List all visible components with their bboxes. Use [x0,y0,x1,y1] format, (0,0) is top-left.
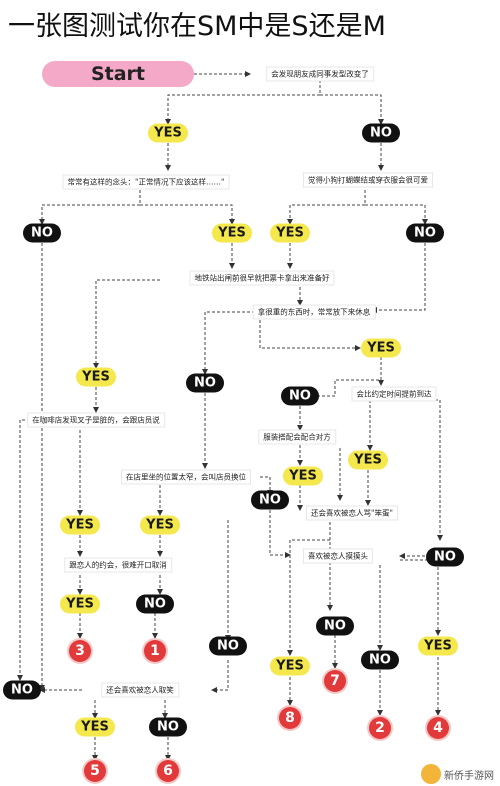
question-node: 拿很重的东西时，常常放下来休息 [252,304,376,320]
no-node: NO [186,373,224,393]
result-circle: 6 [157,760,179,782]
question-node: 地铁站出闸前很早就把票卡拿出来准备好 [189,270,335,286]
yes-node: YES [348,450,388,470]
result-circle: 3 [69,640,91,662]
result-circle: 5 [84,760,106,782]
watermark-text: 新侨手游网 [444,770,494,782]
start-node: Start [42,61,194,87]
yes-node: YES [148,123,188,143]
question-node: 在店里坐的位置太窄，会叫店员换位 [121,469,251,485]
result-circle: 8 [279,707,301,729]
watermark-logo-icon [421,764,441,784]
watermark: 新侨手游网 [421,764,494,784]
question-node: 常常有这样的念头："正常情况下应该这样……" [62,174,230,190]
yes-node: YES [212,223,252,243]
no-node: NO [136,594,174,614]
no-node: NO [361,650,399,670]
no-node: NO [209,636,247,656]
yes-node: YES [270,223,310,243]
no-node: NO [3,680,41,700]
yes-node: YES [75,717,115,737]
yes-node: YES [270,656,310,676]
result-circle: 4 [427,717,449,739]
no-node: NO [362,123,400,143]
no-node: NO [23,223,61,243]
yes-node: YES [418,636,458,656]
question-node: 会发现朋友成同事发型改变了 [266,66,374,82]
question-node: 跟恋人的约会，很难开口取消 [64,557,172,573]
yes-node: YES [140,515,180,535]
question-node: 会比约定时间提前到达 [351,386,437,402]
yes-node: YES [60,594,100,614]
question-node: 在咖啡店发现叉子是脏的，会跟店员说 [27,412,165,428]
no-node: NO [426,547,464,567]
yes-node: YES [361,338,401,358]
question-node: 服装搭配会配合对方 [258,429,336,445]
yes-node: YES [60,515,100,535]
no-node: NO [406,223,444,243]
no-node: NO [251,490,289,510]
result-circle: 1 [144,640,166,662]
yes-node: YES [76,367,116,387]
question-node: 还会喜欢被恋人骂"笨蛋" [306,505,398,521]
question-node: 觉得小狗打蝴蝶结或穿衣服会很可爱 [303,172,433,188]
page-title: 一张图测试你在SM中是S还是M [8,11,386,42]
yes-node: YES [283,466,323,486]
result-circle: 2 [369,717,391,739]
result-circle: 7 [324,670,346,692]
no-node: NO [149,717,187,737]
question-node: 还会喜欢被恋人取笑 [101,682,179,698]
no-node: NO [316,616,354,636]
question-node: 喜欢被恋人摸摸头 [303,548,373,564]
no-node: NO [281,386,319,406]
